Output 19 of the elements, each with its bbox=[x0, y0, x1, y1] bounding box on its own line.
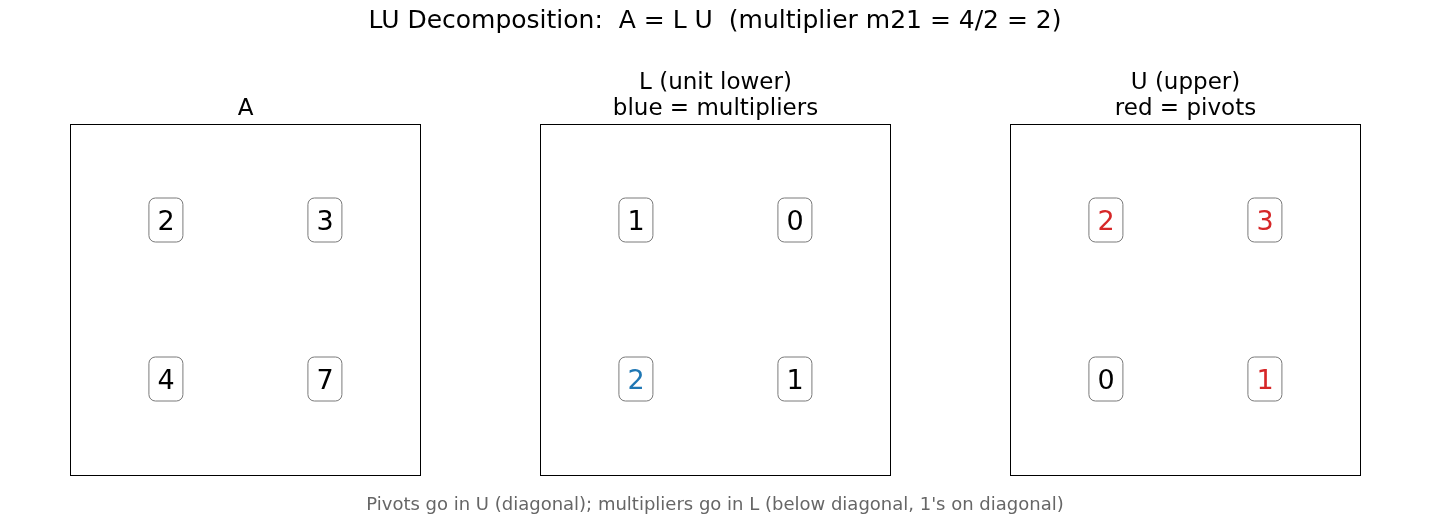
matrix-entry: 4 bbox=[148, 356, 184, 402]
matrix-entry: 3 bbox=[1247, 197, 1283, 243]
matrix-entry: 1 bbox=[1247, 356, 1283, 402]
panel-subtitle: blue = multipliers bbox=[612, 94, 819, 120]
matrix-entry: 2 bbox=[618, 356, 654, 402]
matrix-entry: 3 bbox=[307, 197, 343, 243]
panel-title: A bbox=[237, 94, 254, 120]
matrix-entry: 2 bbox=[1088, 197, 1124, 243]
matrix-entry: 1 bbox=[777, 356, 813, 402]
matrix-entry: 0 bbox=[1088, 356, 1124, 402]
matrix-entry: 0 bbox=[777, 197, 813, 243]
panel-title: L (unit lower) bbox=[639, 68, 792, 94]
panel-subtitle: red = pivots bbox=[1114, 94, 1257, 120]
caption: Pivots go in U (diagonal); multipliers go in L (below diagonal, 1's on diagonal) bbox=[366, 493, 1064, 514]
matrix-entry: 1 bbox=[618, 197, 654, 243]
diagram-title: LU Decomposition: A = L U (multiplier m21 = 4/2 = 2) bbox=[368, 5, 1062, 34]
matrix-entry: 7 bbox=[307, 356, 343, 402]
panel-title: U (upper) bbox=[1130, 68, 1241, 94]
matrix-entry: 2 bbox=[148, 197, 184, 243]
